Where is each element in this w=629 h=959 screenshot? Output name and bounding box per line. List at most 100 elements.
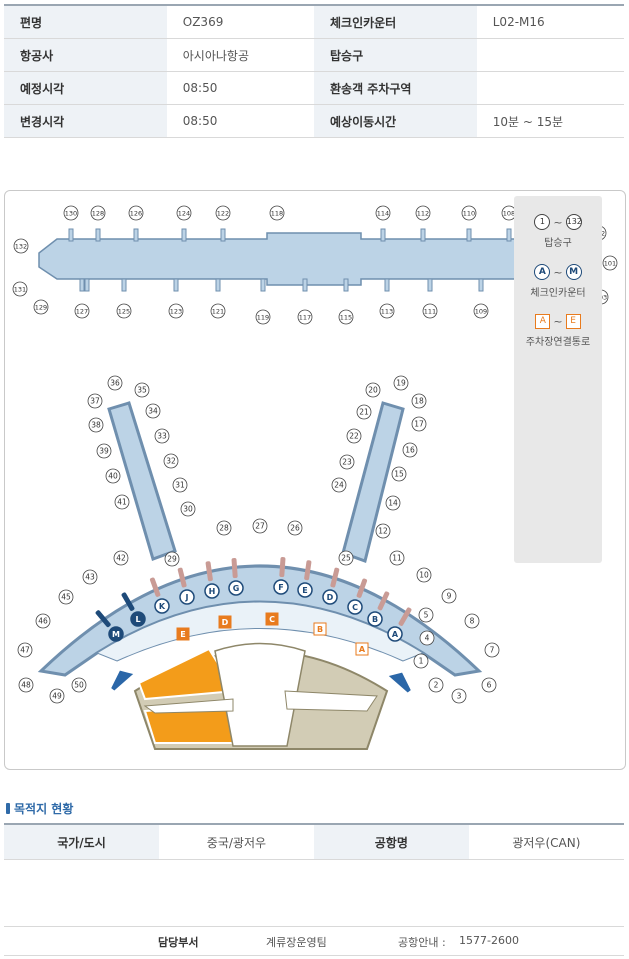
gate-value bbox=[476, 38, 624, 72]
legend-gate-to: 132 bbox=[565, 214, 582, 230]
airport-value: 광저우(CAN) bbox=[468, 823, 624, 860]
svg-text:E: E bbox=[302, 586, 307, 595]
svg-text:128: 128 bbox=[92, 210, 104, 218]
svg-text:D: D bbox=[327, 593, 334, 602]
gate-37: 37 bbox=[87, 393, 103, 409]
gate-22: 22 bbox=[346, 428, 362, 444]
airport-label: 공항명 bbox=[313, 823, 469, 860]
scheduled-label: 예정시각 bbox=[4, 71, 167, 105]
dept-label: 담당부서 bbox=[158, 936, 199, 949]
svg-text:108: 108 bbox=[503, 210, 515, 218]
gate-12: 12 bbox=[375, 523, 391, 539]
svg-text:23: 23 bbox=[342, 458, 352, 467]
legend-parking: A ~ E 주차장연결통로 bbox=[514, 314, 602, 348]
gate-32: 32 bbox=[163, 453, 179, 469]
gate-112: 112 bbox=[415, 205, 431, 221]
svg-text:32: 32 bbox=[166, 457, 176, 466]
right-pier bbox=[341, 401, 405, 563]
gate-34: 34 bbox=[145, 403, 161, 419]
checkin-counter-h: H bbox=[204, 561, 220, 599]
svg-text:121: 121 bbox=[212, 308, 224, 316]
table-row: 예정시각 08:50 환송객 주차구역 bbox=[4, 71, 624, 105]
gate-25: 25 bbox=[338, 550, 354, 566]
country-value: 중국/광저우 bbox=[158, 823, 314, 860]
gate-130: 130 bbox=[63, 205, 79, 221]
svg-text:112: 112 bbox=[417, 210, 429, 218]
svg-text:49: 49 bbox=[52, 692, 62, 701]
gate-29: 29 bbox=[164, 551, 180, 567]
svg-text:16: 16 bbox=[405, 446, 415, 455]
airline-value: 아시아나항공 bbox=[166, 38, 314, 72]
svg-text:123: 123 bbox=[170, 308, 182, 316]
svg-text:33: 33 bbox=[157, 432, 167, 441]
checkin-value: L02-M16 bbox=[476, 4, 624, 39]
gate-10: 10 bbox=[416, 567, 432, 583]
gate-35: 35 bbox=[134, 382, 150, 398]
flight-value: OZ369 bbox=[166, 4, 314, 39]
svg-text:126: 126 bbox=[130, 210, 142, 218]
jet-bridge bbox=[95, 228, 101, 242]
gate-label: 탑승구 bbox=[313, 38, 477, 72]
svg-text:6: 6 bbox=[487, 681, 492, 690]
gate-50: 50 bbox=[71, 677, 87, 693]
travel-time-label: 예상이동시간 bbox=[313, 104, 477, 138]
arrow-right-icon bbox=[388, 672, 411, 693]
country-label: 국가/도시 bbox=[4, 823, 159, 860]
concourse-building bbox=[38, 232, 582, 286]
gate-17: 17 bbox=[411, 416, 427, 432]
jet-bridge bbox=[466, 228, 472, 242]
terminal-map-svg: 1301281261241221181141121101081061041291… bbox=[12, 205, 618, 750]
gate-39: 39 bbox=[96, 443, 112, 459]
jet-bridge bbox=[121, 278, 127, 292]
svg-text:K: K bbox=[159, 602, 166, 611]
jet-bridge bbox=[384, 278, 390, 292]
gate-45: 45 bbox=[58, 589, 74, 605]
svg-text:H: H bbox=[209, 587, 216, 596]
svg-text:114: 114 bbox=[377, 210, 389, 218]
gate-49: 49 bbox=[49, 688, 65, 704]
gate-41: 41 bbox=[114, 494, 130, 510]
gate-119: 119 bbox=[255, 309, 271, 325]
svg-text:48: 48 bbox=[21, 681, 31, 690]
checkin-counter-k: K bbox=[149, 577, 170, 614]
checkin-counter-b: B bbox=[367, 591, 390, 627]
parking-link-b: B bbox=[313, 622, 327, 636]
jet-bridge bbox=[133, 228, 139, 242]
svg-text:11: 11 bbox=[392, 554, 402, 563]
gate-21: 21 bbox=[356, 404, 372, 420]
svg-text:20: 20 bbox=[368, 386, 378, 395]
svg-text:29: 29 bbox=[167, 555, 177, 564]
terminal-inner-area bbox=[95, 601, 425, 662]
gate-101: 101 bbox=[602, 255, 618, 271]
svg-text:26: 26 bbox=[290, 524, 300, 533]
parking-link-c: C bbox=[265, 612, 279, 626]
svg-text:17: 17 bbox=[414, 420, 424, 429]
svg-text:31: 31 bbox=[175, 481, 185, 490]
svg-text:127: 127 bbox=[76, 308, 88, 316]
footer: 담당부서 계류장운영팀 공항안내 : 1577-2600 bbox=[4, 926, 624, 956]
svg-text:47: 47 bbox=[20, 646, 30, 655]
gate-118: 118 bbox=[269, 205, 285, 221]
gate-26: 26 bbox=[287, 520, 303, 536]
jet-bridge bbox=[68, 228, 74, 242]
svg-text:36: 36 bbox=[110, 379, 120, 388]
legend-parking-to: E bbox=[565, 314, 581, 329]
table-row: 국가/도시 중국/광저우 공항명 광저우(CAN) bbox=[4, 823, 624, 860]
svg-text:41: 41 bbox=[117, 498, 127, 507]
bullet-icon bbox=[6, 803, 10, 814]
svg-text:38: 38 bbox=[91, 421, 101, 430]
gate-24: 24 bbox=[331, 477, 347, 493]
svg-text:131: 131 bbox=[14, 286, 26, 294]
svg-text:39: 39 bbox=[99, 447, 109, 456]
svg-text:A: A bbox=[359, 645, 366, 654]
jet-bridge bbox=[173, 278, 179, 292]
svg-text:122: 122 bbox=[217, 210, 229, 218]
parking-link-a: A bbox=[355, 642, 369, 656]
svg-text:50: 50 bbox=[74, 681, 84, 690]
gate-14: 14 bbox=[385, 495, 401, 511]
gate-31: 31 bbox=[172, 477, 188, 493]
svg-text:9: 9 bbox=[447, 592, 452, 601]
checkin-counter-a: A bbox=[387, 607, 412, 642]
gate-9: 9 bbox=[441, 588, 457, 604]
gate-131: 131 bbox=[12, 281, 28, 297]
